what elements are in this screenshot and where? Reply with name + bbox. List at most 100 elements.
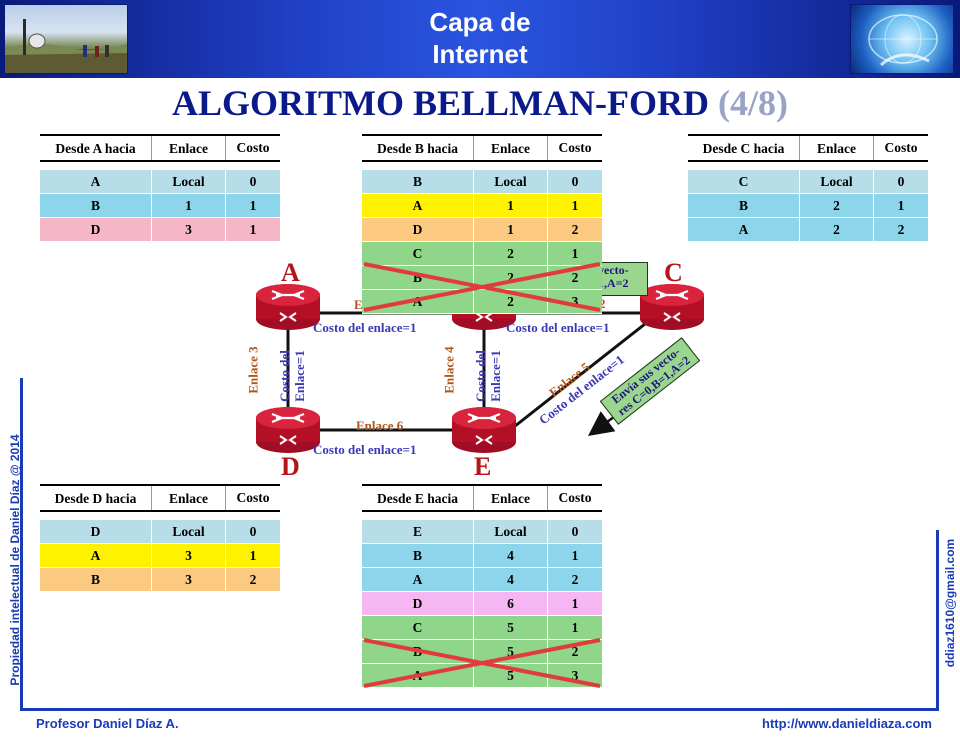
cell-link: Local: [474, 520, 548, 543]
node-label-e: E: [474, 452, 492, 481]
col-cost-header: Costo: [558, 490, 592, 505]
col-cost-header: Costo: [884, 140, 918, 155]
col-cost-header: Costo: [558, 140, 592, 155]
link4-label: Enlace 4: [441, 346, 457, 394]
slide-title: ALGORITMO BELLMAN-FORD (4/8): [0, 82, 960, 124]
cell-cost: 1: [571, 595, 579, 611]
col-link-header: Enlace: [800, 136, 874, 160]
cell-cost: 1: [571, 245, 579, 261]
cell-cost: 2: [571, 643, 579, 659]
col-dest-header: Desde E hacia: [362, 486, 474, 510]
col-dest-header: Desde C hacia: [688, 136, 800, 160]
link-partial-label: E: [354, 297, 363, 312]
cell-cost: 3: [571, 667, 579, 683]
email-vertical[interactable]: ddiaz1610@gmail.com: [943, 538, 957, 668]
table-gap: [362, 162, 602, 170]
cell-destination: D: [40, 218, 152, 241]
cell-cost: 0: [571, 173, 579, 189]
cell-cost: 2: [571, 269, 579, 285]
col-link-header: Enlace: [152, 486, 226, 510]
frame-bottom-line: [20, 708, 939, 711]
cell-destination: A: [362, 194, 474, 217]
section-title-line2: Internet: [432, 39, 528, 69]
antenna-photo: [4, 4, 128, 74]
node-label-d: D: [281, 452, 300, 481]
cell-destination: D: [362, 218, 474, 241]
cell-destination: C: [688, 170, 800, 193]
col-dest-header: Desde B hacia: [362, 136, 474, 160]
cell-cost: 0: [897, 173, 905, 189]
section-title: Capa de Internet: [360, 6, 600, 70]
router-a-icon: [254, 282, 322, 332]
router-e-icon: [450, 405, 518, 455]
node-label-a: A: [281, 258, 300, 287]
col-dest-header: Desde A hacia: [40, 136, 152, 160]
cell-destination: A: [688, 218, 800, 241]
col-cost-header: Costo: [236, 490, 270, 505]
globe-hand-image: [850, 4, 954, 74]
slide-header: Capa de Internet: [0, 0, 960, 78]
slide-title-part: (4/8): [718, 83, 788, 123]
cell-link: 1: [474, 218, 548, 241]
cell-cost: 3: [571, 293, 579, 309]
cell-destination: C: [362, 242, 474, 265]
cell-destination: B: [40, 194, 152, 217]
cell-cost: 1: [571, 547, 579, 563]
cell-link: 3: [152, 218, 226, 241]
cell-link: 1: [474, 194, 548, 217]
discard-cross-b: [363, 262, 601, 312]
cell-destination: A: [40, 170, 152, 193]
link6-label: Enlace 6: [356, 418, 404, 433]
footer-url[interactable]: http://www.danieldiaza.com: [762, 716, 932, 731]
cell-cost: 0: [571, 523, 579, 539]
link4-cost-label: Costo del Enlace=1: [473, 350, 503, 402]
cell-link: Local: [152, 520, 226, 543]
cell-cost: 2: [897, 221, 905, 237]
cell-cost: 2: [571, 571, 579, 587]
discard-cross-e: [363, 638, 601, 688]
cell-link: 1: [152, 194, 226, 217]
cell-link: 2: [474, 266, 548, 289]
cell-cost: 0: [249, 173, 257, 189]
cell-cost: 2: [571, 221, 579, 237]
cost-label-bc: Costo del enlace=1: [506, 320, 610, 335]
copyright-vertical: Propiedad intelectual de Daniel Díaz @ 2…: [8, 434, 22, 686]
router-d-icon: [254, 405, 322, 455]
vector-partial-line2: 1,A=2: [598, 276, 629, 290]
link6-cost-label: Costo del enlace=1: [313, 442, 417, 457]
cell-destination: D: [40, 520, 152, 543]
cell-link: 6: [474, 592, 548, 615]
vector-partial-line1: vecto-: [598, 263, 629, 277]
frame-left-line: [20, 378, 23, 710]
vector-partial-line3: 2: [599, 296, 606, 311]
cell-cost: 1: [249, 221, 257, 237]
cell-cost: 2: [249, 571, 257, 587]
cell-destination: B: [40, 568, 152, 591]
cell-link: 4: [474, 544, 548, 567]
footer-author: Profesor Daniel Díaz A.: [36, 716, 179, 731]
frame-right-line: [936, 530, 939, 710]
cell-destination: B: [362, 266, 474, 289]
cell-link: 4: [474, 568, 548, 591]
table-gap: [688, 162, 928, 170]
col-link-header: Enlace: [474, 136, 548, 160]
cell-link: Local: [800, 170, 874, 193]
